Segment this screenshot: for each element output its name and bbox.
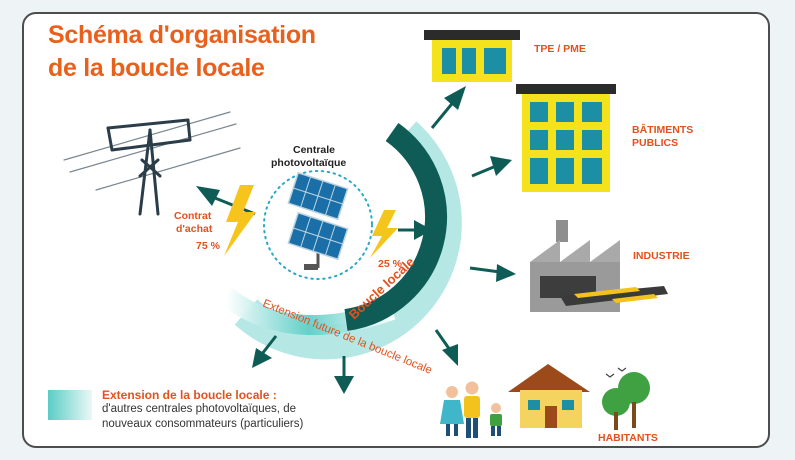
batiments-label-line2: PUBLICS (632, 137, 679, 149)
industrie-label: INDUSTRIE (633, 250, 690, 262)
boucle-locale-arc (344, 123, 447, 331)
legend-line1: d'autres centrales photovoltaïques, de (102, 403, 296, 415)
lightning-left-icon (224, 185, 256, 256)
page-title-line1: Schéma d'organisation (48, 21, 316, 49)
centrale-label-line1: Centrale (293, 144, 336, 156)
local-percent: 25 % (378, 258, 402, 270)
public-building-icon (516, 84, 616, 192)
tpe-pme-label: TPE / PME (534, 43, 586, 55)
centrale-label-line2: photovoltaïque (271, 157, 347, 169)
legend-swatch (48, 390, 92, 420)
factory-icon (530, 220, 668, 312)
batiments-label-line1: BÂTIMENTS (632, 124, 694, 136)
contrat-label-line2: d'achat (176, 223, 213, 235)
legend-title: Extension de la boucle locale : (102, 388, 277, 402)
contrat-label-line1: Contrat (174, 210, 212, 222)
contrat-percent: 75 % (196, 240, 220, 252)
lightning-right-icon (370, 210, 398, 258)
page-title-line2: de la boucle locale (48, 54, 265, 82)
house-icon (508, 364, 650, 430)
destination-arrows (252, 86, 516, 394)
power-pylon-icon (63, 111, 241, 216)
habitants-label: HABITANTS (598, 432, 658, 444)
arrow-to-loop-icon (398, 220, 432, 240)
legend-line2: nouveaux consommateurs (particuliers) (102, 418, 304, 430)
solar-dotted-circle (263, 170, 373, 280)
tpe-building-icon (424, 30, 520, 82)
solar-panels-icon (287, 171, 349, 270)
family-icon (440, 381, 502, 438)
